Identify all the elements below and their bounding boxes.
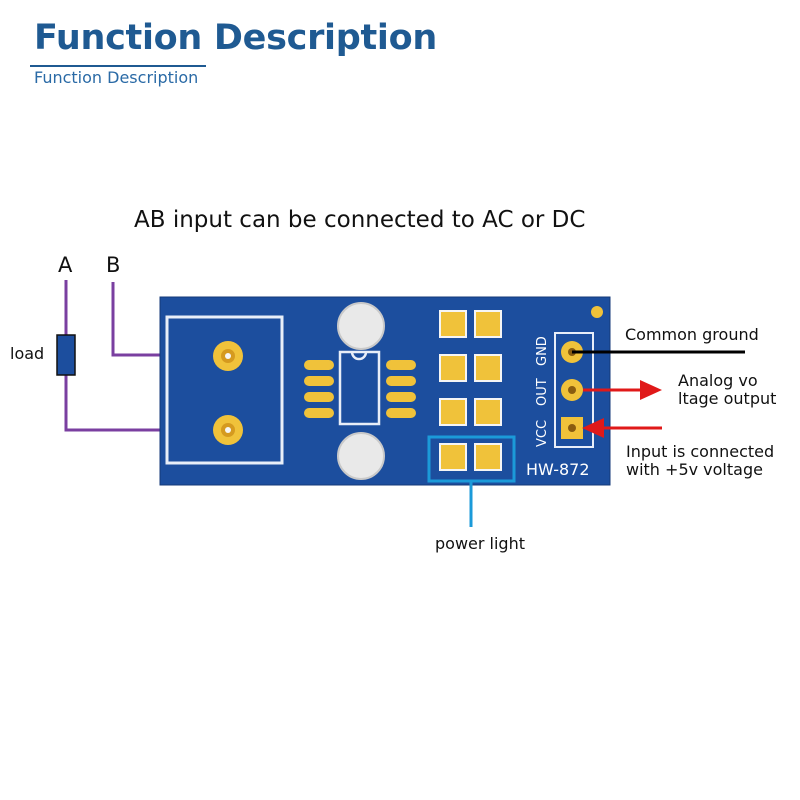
board-pcb: [160, 297, 610, 485]
board-model-label: HW-872: [526, 460, 590, 479]
hw872-board: VCC OUT GND HW-872: [159, 296, 611, 486]
mounting-hole-bottom: [337, 432, 385, 480]
input-a-label: A: [58, 253, 73, 277]
analog-output-arrow: [583, 380, 662, 400]
load-resistor: [56, 334, 76, 376]
header-pin-out: [561, 379, 583, 401]
terminal-block-outline: [165, 315, 284, 465]
ic-footprint: [304, 350, 416, 426]
pin-label-gnd: GND: [535, 336, 550, 366]
input-callout-line2: with +5v voltage: [626, 460, 763, 479]
screw-pad-b: [213, 341, 243, 371]
diagram-heading: AB input can be connected to AC or DC: [134, 207, 586, 233]
board-corner-dot: [591, 306, 603, 318]
power-light-callout: power light: [435, 534, 525, 553]
pin-label-out: OUT: [535, 378, 550, 406]
page-title: Function Description: [34, 18, 437, 58]
input-b-label: B: [106, 253, 121, 277]
screw-pad-a: [213, 415, 243, 445]
analog-callout-line2: ltage output: [678, 389, 777, 408]
title-underline: [30, 65, 206, 67]
ground-callout: Common ground: [625, 325, 759, 344]
header-pin-vcc: [561, 417, 583, 439]
load-label: load: [10, 344, 45, 363]
input-callout-line1: Input is connected: [626, 442, 775, 461]
smd-pads: [439, 310, 502, 471]
pin-label-vcc: VCC: [535, 420, 550, 447]
vcc-input-arrow: [582, 418, 662, 438]
analog-callout-line1: Analog vo: [678, 371, 758, 390]
page-subtitle: Function Description: [34, 68, 199, 87]
mounting-hole-top: [337, 302, 385, 350]
